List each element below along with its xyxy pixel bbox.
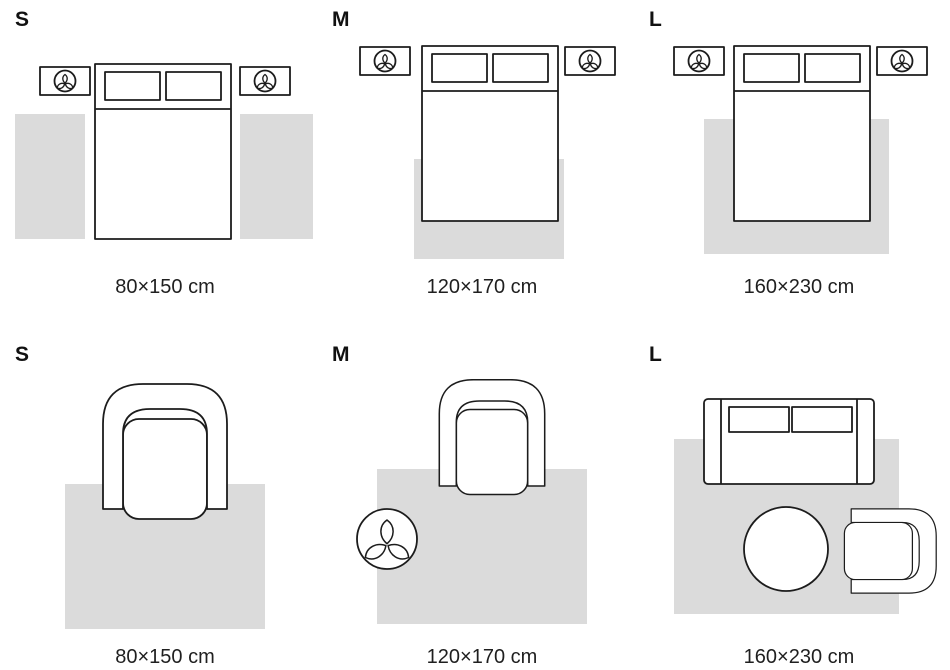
dimensions-caption: 160×230 cm — [743, 646, 855, 668]
nightstand-icon — [674, 47, 724, 75]
living-scene-m — [356, 379, 587, 624]
size-label: S — [15, 8, 30, 31]
panel-living-s: S 80×150 cm — [15, 343, 315, 669]
dimensions-caption: 80×150 cm — [115, 276, 215, 298]
sofa-icon — [703, 398, 875, 485]
living-scene-l — [674, 398, 937, 614]
size-label: S — [15, 343, 30, 366]
armchair-icon — [102, 383, 228, 520]
nightstand-icon — [240, 67, 290, 95]
living-scene-s — [65, 383, 265, 629]
nightstand-icon — [565, 47, 615, 75]
panel-living-l: L 160×230 cm — [649, 343, 949, 669]
coffee-table-icon — [743, 506, 829, 592]
bed-icon — [421, 45, 559, 222]
bedroom-row: S 80×150 cm M 120×170 cm L — [0, 8, 950, 299]
bedroom-scene-s — [15, 63, 313, 240]
nightstand-icon — [877, 47, 927, 75]
nightstand-icon — [40, 67, 90, 95]
size-label: M — [332, 343, 350, 366]
bedroom-scene-l — [649, 45, 949, 254]
rug-left — [15, 114, 85, 239]
panel-bedroom-l: L 160×230 cm — [649, 8, 949, 299]
size-label: L — [649, 8, 662, 31]
plant-icon — [356, 508, 418, 570]
bedroom-scene-m — [332, 45, 632, 259]
size-label: L — [649, 343, 662, 366]
dimensions-caption: 120×170 cm — [426, 646, 538, 668]
dimensions-caption: 120×170 cm — [426, 276, 538, 298]
panel-bedroom-s: S 80×150 cm — [15, 8, 315, 299]
size-label: M — [332, 8, 350, 31]
rug-right — [240, 114, 313, 239]
bed-icon — [733, 45, 871, 222]
panel-living-m: M 120×170 cm — [332, 343, 632, 669]
panel-bedroom-m: M 120×170 cm — [332, 8, 632, 299]
armchair-icon — [438, 379, 546, 496]
bed-icon — [94, 63, 232, 240]
dimensions-caption: 160×230 cm — [743, 276, 855, 298]
nightstand-icon — [360, 47, 410, 75]
armchair-icon — [843, 508, 937, 594]
living-room-row: S 80×150 cm M 120×170 cm L — [0, 343, 950, 669]
dimensions-caption: 80×150 cm — [115, 646, 215, 668]
